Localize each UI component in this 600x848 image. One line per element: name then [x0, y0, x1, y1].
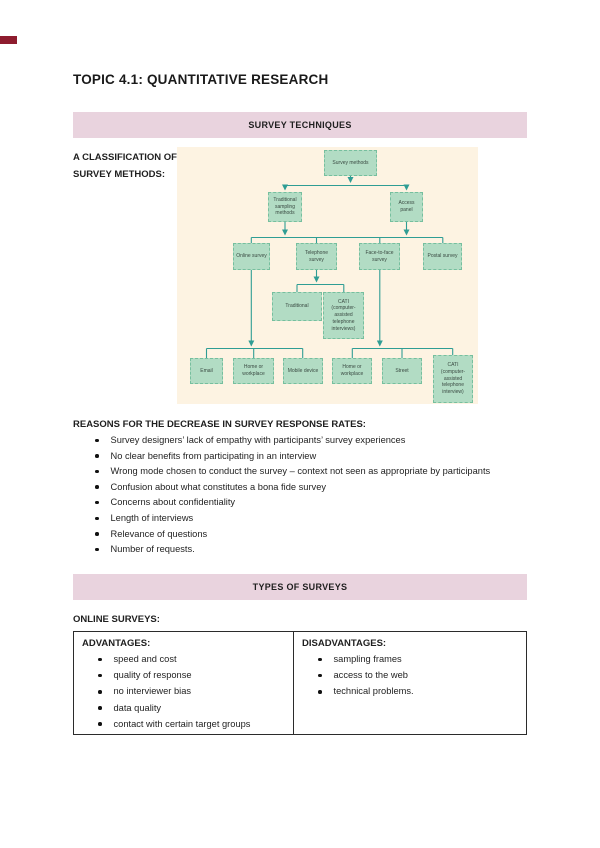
bullet-icon [98, 706, 102, 710]
bullet-icon [95, 532, 99, 536]
list-item: No clear benefits from participating in … [93, 451, 527, 462]
list-item: Confusion about what constitutes a bona … [93, 482, 527, 493]
bullet-icon [95, 438, 99, 443]
reasons-list: Survey designers’ lack of empathy with p… [93, 435, 527, 560]
reasons-heading: REASONS FOR THE DECREASE IN SURVEY RESPO… [73, 419, 366, 430]
list-item: Concerns about confidentiality [93, 497, 527, 508]
corner-bookmark-mark [0, 36, 17, 44]
banner-survey-techniques-label: SURVEY TECHNIQUES [248, 120, 352, 130]
online-surveys-heading: ONLINE SURVEYS: [73, 614, 160, 625]
classification-label-line1: A CLASSIFICATION OF [73, 152, 177, 163]
online-surveys-table: ADVANTAGES: speed and cost quality of re… [73, 631, 527, 735]
bullet-icon [98, 722, 102, 726]
advantages-heading: ADVANTAGES: [82, 638, 151, 649]
flowchart-node-postal-survey: Postal survey [423, 243, 462, 270]
bullet-icon [95, 469, 99, 474]
flowchart-connectors [205, 176, 454, 358]
bullet-icon [95, 454, 99, 458]
flowchart-node-traditional-sampling: Traditional sampling methods [268, 192, 302, 222]
list-item: contact with certain target groups [82, 719, 285, 730]
list-item: access to the web [302, 670, 518, 681]
list-item: Length of interviews [93, 513, 527, 524]
flowchart-node-mobile-device: Mobile device [283, 358, 323, 384]
bullet-icon [318, 673, 322, 678]
list-item: no interviewer bias [82, 686, 285, 697]
list-item: Relevance of questions [93, 529, 527, 540]
list-item: data quality [82, 703, 285, 714]
list-item: sampling frames [302, 654, 518, 665]
bullet-icon [98, 690, 102, 694]
flowchart-node-home-or-workplace-2: Home or workplace [332, 358, 372, 384]
list-item: technical problems. [302, 686, 518, 697]
flowchart-node-street: Street [382, 358, 422, 384]
list-item: Survey designers’ lack of empathy with p… [93, 435, 527, 446]
flowchart-node-cati-telephone: CATI (computer-assisted telephone interv… [323, 292, 364, 339]
advantages-cell: ADVANTAGES: speed and cost quality of re… [74, 632, 294, 734]
bullet-icon [95, 500, 99, 505]
bullet-icon [95, 516, 99, 521]
flowchart-node-online-survey: Online survey [233, 243, 270, 270]
bullet-icon [95, 547, 99, 552]
bullet-icon [98, 673, 102, 678]
list-item: Number of requests. [93, 544, 527, 555]
bullet-icon [95, 485, 99, 489]
bullet-icon [318, 657, 322, 662]
list-item: quality of response [82, 670, 285, 681]
survey-methods-flowchart: Survey methods Traditional sampling meth… [177, 147, 478, 404]
list-item: Wrong mode chosen to conduct the survey … [93, 466, 527, 477]
disadvantages-heading: DISADVANTAGES: [302, 638, 387, 649]
banner-survey-techniques: SURVEY TECHNIQUES [73, 112, 527, 138]
flowchart-node-survey-methods: Survey methods [324, 150, 377, 176]
bullet-icon [98, 657, 102, 662]
flowchart-node-cati-face-to-face: CATI (computer-assisted telephone interv… [433, 355, 473, 403]
flowchart-node-email: Email [190, 358, 223, 384]
flowchart-node-traditional: Traditional [272, 292, 322, 321]
list-item: speed and cost [82, 654, 285, 665]
page-title: TOPIC 4.1: QUANTITATIVE RESEARCH [73, 72, 329, 87]
classification-label: A CLASSIFICATION OF SURVEY METHODS: [73, 150, 177, 183]
flowchart-node-access-panel: Access panel [390, 192, 423, 222]
bullet-icon [318, 690, 322, 694]
banner-types-of-surveys: TYPES OF SURVEYS [73, 574, 527, 600]
classification-label-line2: SURVEY METHODS: [73, 168, 166, 180]
flowchart-node-home-or-workplace-1: Home or workplace [233, 358, 274, 384]
banner-types-of-surveys-label: TYPES OF SURVEYS [252, 582, 348, 592]
flowchart-node-face-to-face-survey: Face-to-face survey [359, 243, 400, 270]
disadvantages-cell: DISADVANTAGES: sampling frames access to… [294, 632, 526, 734]
flowchart-node-telephone-survey: Telephone survey [296, 243, 337, 270]
